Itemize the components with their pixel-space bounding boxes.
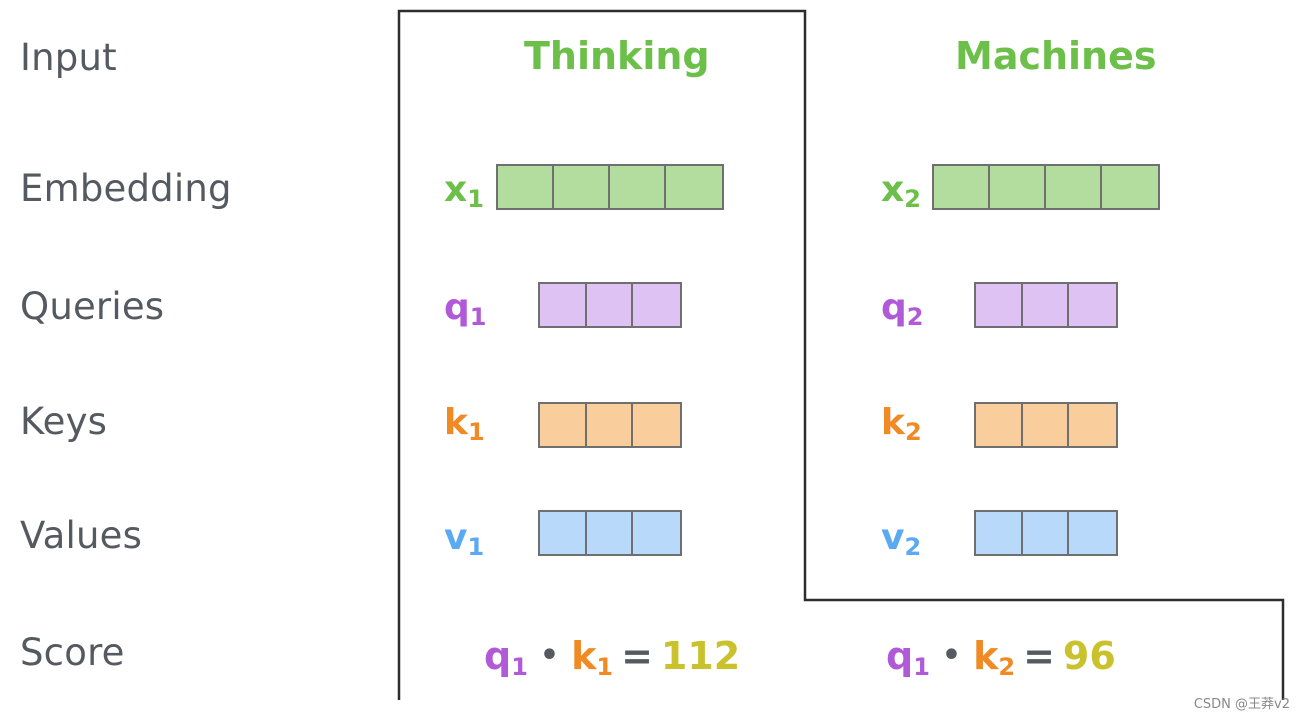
embedding-vector-x1 (496, 164, 724, 210)
vector-cell (540, 404, 587, 446)
row-label-embedding: Embedding (20, 167, 232, 210)
score-machines: q1 • k2=96 (886, 637, 1116, 679)
dot-product-symbol: • (941, 638, 962, 673)
score-key-term: k1 (571, 634, 614, 681)
score-query-term: q1 (886, 634, 930, 681)
score-thinking: q1 • k1=112 (484, 637, 740, 679)
vector-label-x1: x1 (444, 169, 484, 213)
vector-cell (976, 284, 1023, 326)
vector-cell (1102, 166, 1158, 208)
equals-symbol: = (621, 634, 653, 678)
dot-product-symbol: • (539, 638, 560, 673)
vector-cell (1069, 512, 1116, 554)
vector-label-k1: k1 (444, 402, 485, 446)
vector-cell (976, 404, 1023, 446)
vector-label-q2: q2 (881, 287, 924, 331)
row-label-queries: Queries (20, 285, 165, 328)
score-key-term: k2 (973, 634, 1016, 681)
row-label-input: Input (20, 36, 117, 79)
vector-cell (633, 404, 680, 446)
vector-cell (540, 512, 587, 554)
vector-cell (587, 512, 634, 554)
vector-cell (587, 404, 634, 446)
row-label-keys: Keys (20, 400, 108, 443)
vector-cell (540, 284, 587, 326)
vector-cell (554, 166, 610, 208)
vector-cell (633, 284, 680, 326)
score-value: 96 (1062, 634, 1116, 678)
query-vector-q1 (538, 282, 682, 328)
input-word-thinking: Thinking (524, 34, 710, 78)
row-label-values: Values (20, 514, 143, 557)
vector-label-k2: k2 (881, 402, 922, 446)
value-vector-v1 (538, 510, 682, 556)
input-word-machines: Machines (955, 34, 1157, 78)
key-vector-k2 (974, 402, 1118, 448)
equals-symbol: = (1023, 634, 1055, 678)
vector-cell (1023, 284, 1070, 326)
vector-label-v1: v1 (444, 517, 485, 561)
vector-label-v2: v2 (881, 517, 922, 561)
score-value: 112 (660, 634, 741, 678)
row-label-score: Score (20, 631, 125, 674)
score-query-term: q1 (484, 634, 528, 681)
vector-cell (666, 166, 722, 208)
vector-cell (498, 166, 554, 208)
vector-cell (1069, 284, 1116, 326)
vector-cell (633, 512, 680, 554)
vector-cell (1069, 404, 1116, 446)
vector-cell (1046, 166, 1102, 208)
vector-cell (934, 166, 990, 208)
vector-cell (1023, 404, 1070, 446)
vector-cell (587, 284, 634, 326)
vector-cell (976, 512, 1023, 554)
vector-label-q1: q1 (444, 287, 487, 331)
key-vector-k1 (538, 402, 682, 448)
embedding-vector-x2 (932, 164, 1160, 210)
vector-cell (610, 166, 666, 208)
watermark: CSDN @王莽v2 (1193, 697, 1290, 712)
vector-cell (1023, 512, 1070, 554)
value-vector-v2 (974, 510, 1118, 556)
query-vector-q2 (974, 282, 1118, 328)
vector-cell (990, 166, 1046, 208)
vector-label-x2: x2 (881, 169, 921, 213)
